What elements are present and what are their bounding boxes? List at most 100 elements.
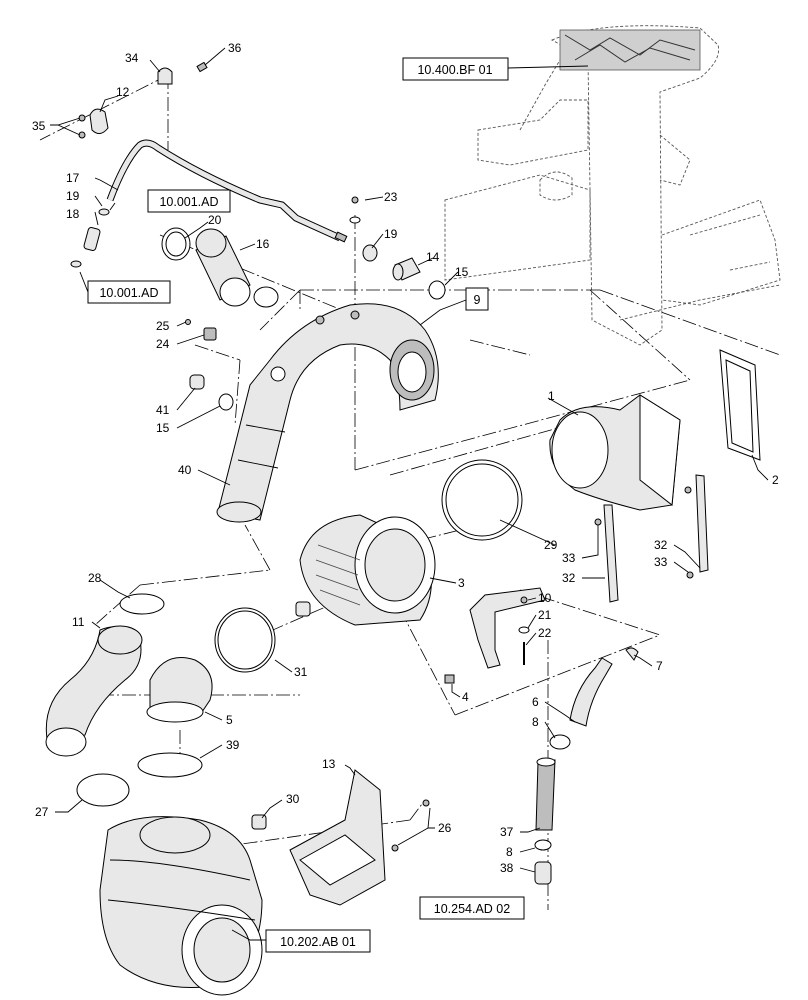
callout-5: 5 xyxy=(226,713,233,727)
part-29-ring xyxy=(441,459,523,541)
part-13-bracket xyxy=(289,769,386,906)
ref-box-cleaner[interactable]: 10.202.AB 01 xyxy=(265,929,371,953)
part-4-bolt xyxy=(444,674,455,684)
part-36-screw xyxy=(196,61,208,73)
ref-box-hose-bottom[interactable]: 10.001.AD xyxy=(87,280,171,304)
callout-3: 3 xyxy=(458,576,465,590)
part-5-elbow xyxy=(146,657,213,723)
ref-box-drain[interactable]: 10.254.AD 02 xyxy=(419,896,525,920)
callout-32a: 32 xyxy=(562,571,576,585)
part-24-sensor xyxy=(185,319,217,341)
callout-22: 22 xyxy=(538,626,552,640)
part-27-clamp xyxy=(76,773,130,807)
callout-8b: 8 xyxy=(506,845,513,859)
part-40-intake-pipe xyxy=(216,303,439,523)
callout-20: 20 xyxy=(208,213,222,227)
part-16-sleeve xyxy=(195,228,251,307)
callout-10: 10 xyxy=(538,591,552,605)
callout-8a: 8 xyxy=(532,715,539,729)
part-2-gasket xyxy=(719,349,761,461)
part-30-plug xyxy=(251,814,267,830)
callout-34: 34 xyxy=(125,51,139,65)
callout-33a: 33 xyxy=(562,551,576,565)
callout-25: 25 xyxy=(156,319,170,333)
callout-39: 39 xyxy=(226,738,240,752)
callout-32b: 32 xyxy=(654,538,668,552)
callout-15b: 15 xyxy=(455,265,469,279)
callout-6: 6 xyxy=(532,695,539,709)
callout-37: 37 xyxy=(500,825,514,839)
callout-28: 28 xyxy=(88,571,102,585)
callout-11: 11 xyxy=(72,615,85,629)
part-19-washer-right xyxy=(362,244,378,262)
ref-text-hose-bottom: 10.001.AD xyxy=(99,286,158,300)
part-11-elbow-hose xyxy=(45,625,143,757)
callout-29: 29 xyxy=(544,538,558,552)
callout-16: 16 xyxy=(256,237,270,251)
callout-35: 35 xyxy=(32,119,46,133)
part-31-ring xyxy=(214,607,276,673)
part-8-clamp-a xyxy=(549,734,571,750)
callout-17: 17 xyxy=(66,171,80,185)
part-20-clamp xyxy=(161,227,191,261)
part-3-filter-element xyxy=(295,514,436,626)
leader-lines xyxy=(50,47,769,941)
callout-40: 40 xyxy=(178,463,192,477)
ref-text-cleaner: 10.202.AB 01 xyxy=(280,935,356,949)
part-7-clip xyxy=(625,647,639,661)
callout-2: 2 xyxy=(772,473,779,487)
callout-31: 31 xyxy=(294,665,308,679)
part-15-clamp-left xyxy=(218,393,234,411)
callout-19b: 19 xyxy=(384,227,398,241)
part-12-clip xyxy=(78,108,109,139)
part-14-fitting xyxy=(392,257,421,281)
cab-ghost-outline xyxy=(444,25,781,346)
callout-7: 7 xyxy=(656,659,663,673)
callout-13: 13 xyxy=(322,757,336,771)
ref-text-9: 9 xyxy=(474,293,481,307)
part-air-cleaner-assembly xyxy=(99,816,263,996)
callout-23: 23 xyxy=(384,190,398,204)
callout-19a: 19 xyxy=(66,189,80,203)
callout-30: 30 xyxy=(286,792,300,806)
part-6-hose xyxy=(569,657,613,727)
part-28-clamp xyxy=(119,593,165,615)
part-38-valve xyxy=(534,861,552,885)
callout-27: 27 xyxy=(35,805,49,819)
callout-12: 12 xyxy=(116,85,130,99)
callout-14: 14 xyxy=(426,250,440,264)
part-37-hose xyxy=(535,757,556,831)
part-15-clamp-right xyxy=(428,280,446,300)
callout-24: 24 xyxy=(156,337,170,351)
callout-33b: 33 xyxy=(654,555,668,569)
callout-18: 18 xyxy=(66,207,80,221)
ref-box-cab[interactable]: 10.400.BF 01 xyxy=(402,57,509,81)
part-8-clamp-b xyxy=(534,839,552,851)
part-39-clamp xyxy=(137,752,203,778)
callout-15a: 15 xyxy=(156,421,170,435)
callout-21: 21 xyxy=(538,608,552,622)
part-21-22-bolt xyxy=(518,626,530,665)
part-34-clamp xyxy=(157,67,173,85)
part-18-19-fittings xyxy=(70,208,110,268)
part-clamp-small xyxy=(253,286,279,308)
part-17-tube xyxy=(106,139,348,243)
part-23-screw xyxy=(349,196,361,224)
ref-box-9[interactable]: 9 xyxy=(465,287,489,311)
ref-text-cab: 10.400.BF 01 xyxy=(417,63,492,77)
callout-labels: 34 36 12 35 17 19 18 20 16 23 19 14 15 2… xyxy=(32,41,779,875)
ref-box-hose-top[interactable]: 10.001.AD xyxy=(147,189,231,213)
callout-38: 38 xyxy=(500,861,514,875)
part-41-plug xyxy=(189,374,205,390)
part-26-bolts xyxy=(391,799,430,852)
callout-26: 26 xyxy=(438,821,452,835)
callout-1: 1 xyxy=(548,389,555,403)
callout-4: 4 xyxy=(462,690,469,704)
part-1-housing xyxy=(549,394,681,511)
part-32-brackets xyxy=(594,474,709,603)
ref-text-drain: 10.254.AD 02 xyxy=(434,902,510,916)
callout-41: 41 xyxy=(156,403,170,417)
ref-text-hose-top: 10.001.AD xyxy=(159,195,218,209)
callout-36: 36 xyxy=(228,41,242,55)
